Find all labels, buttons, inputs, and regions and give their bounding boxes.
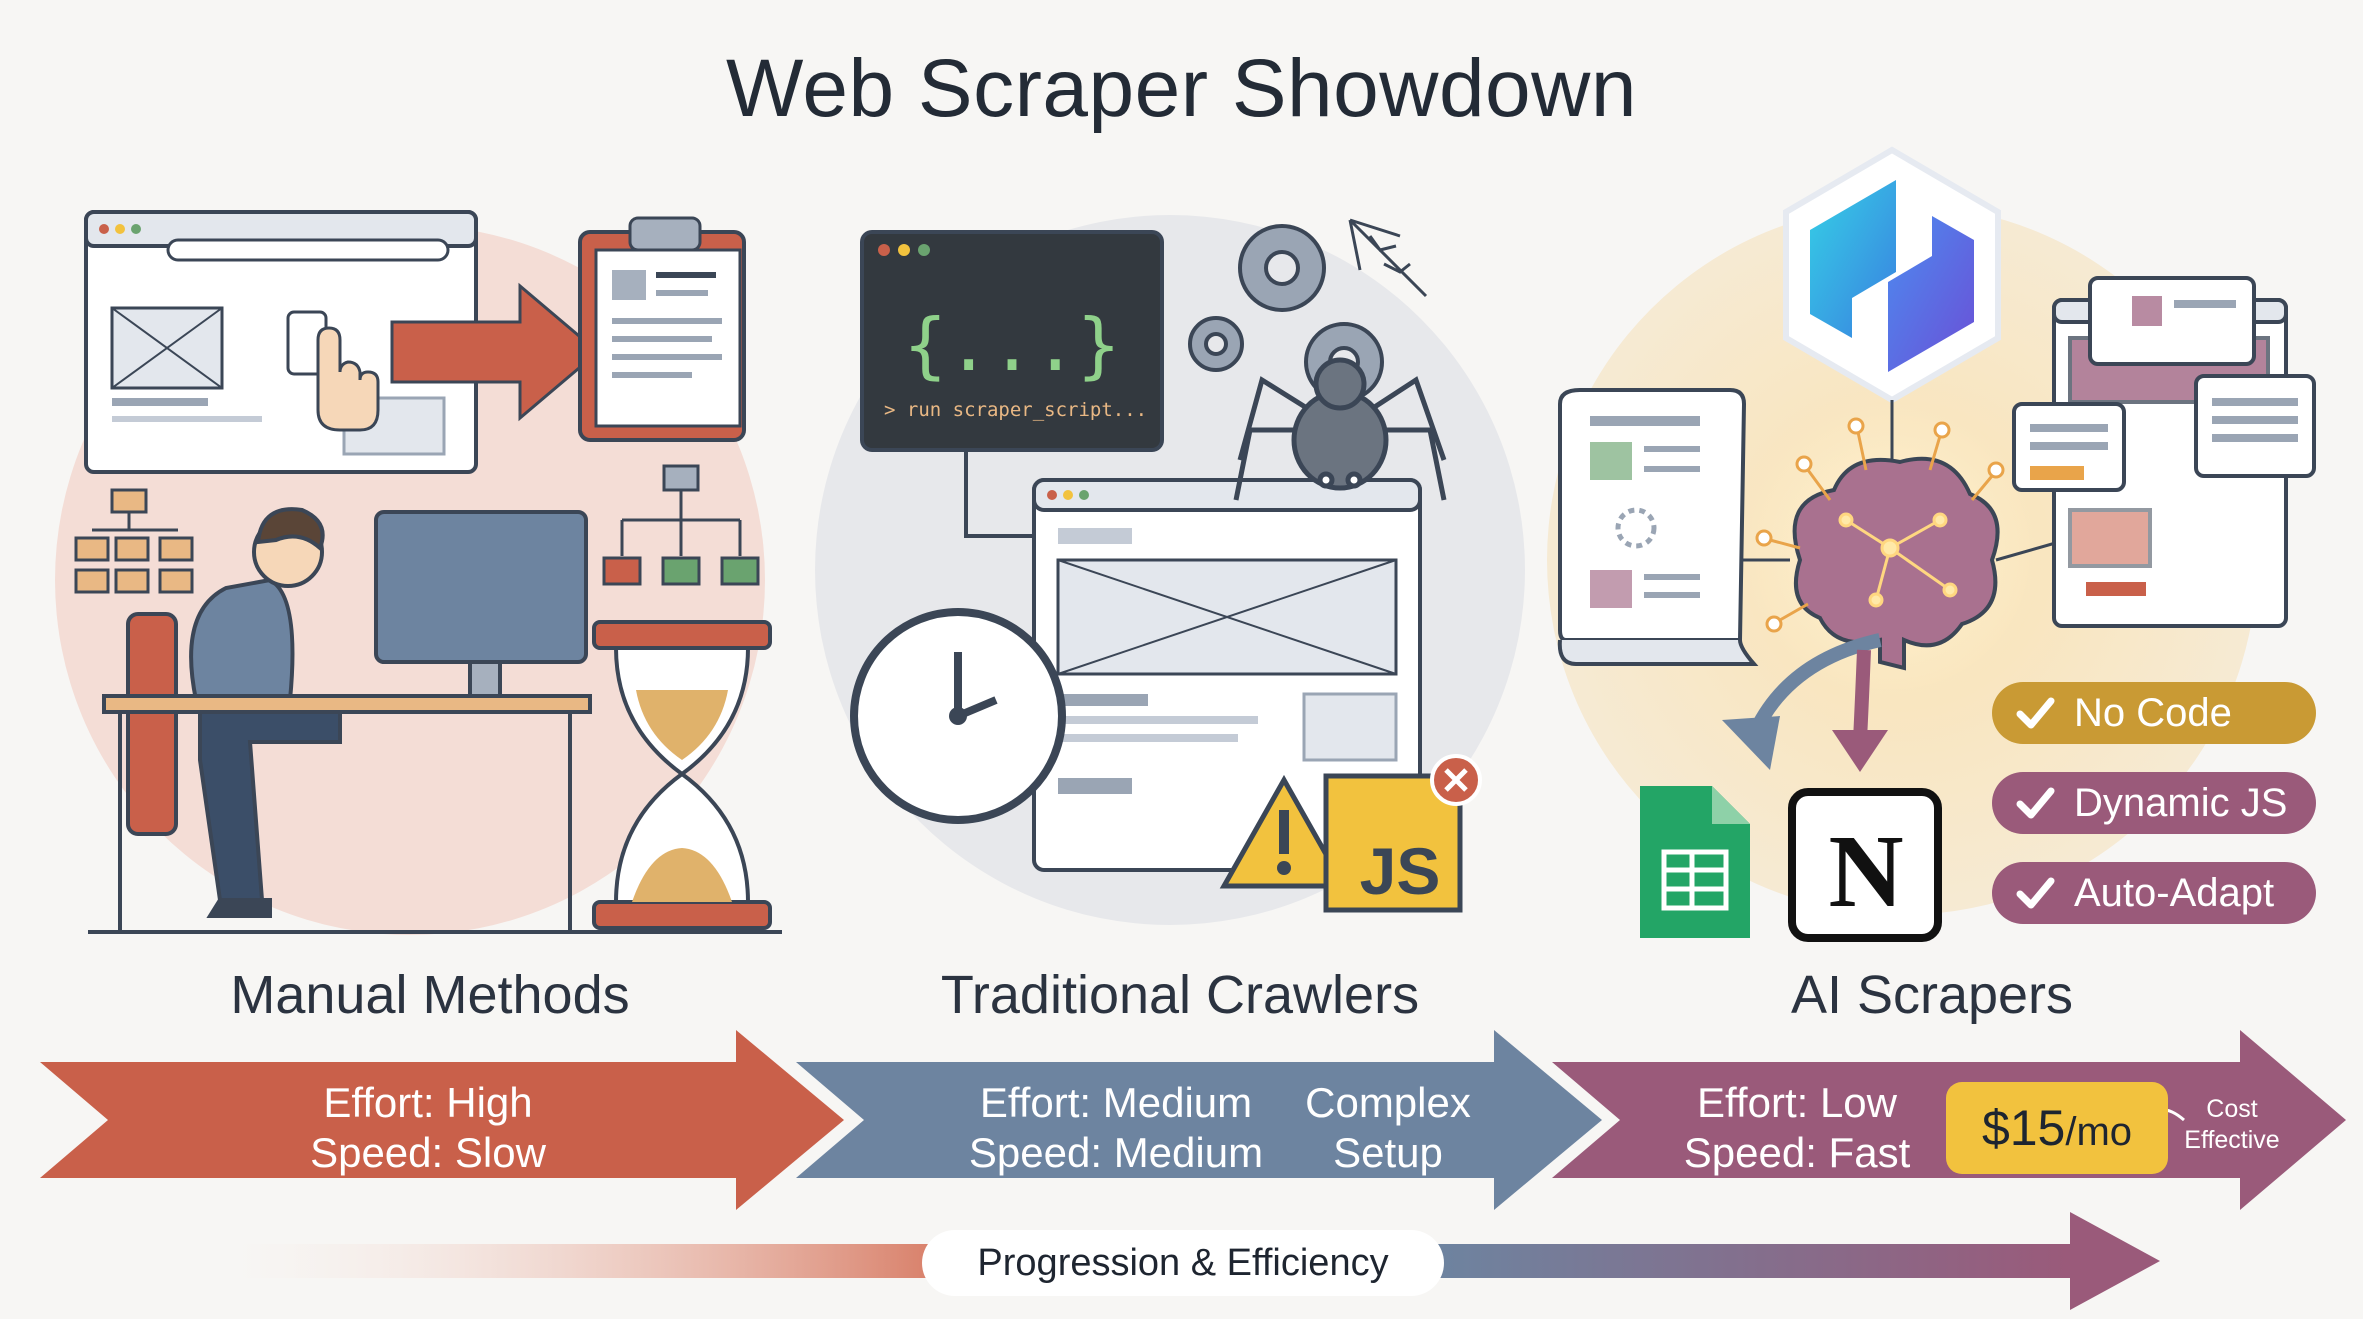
stressed-person-illustration	[102, 507, 592, 930]
output-arrowhead-notion	[1832, 730, 1888, 772]
output-arrow-sheets	[1749, 633, 1882, 734]
feature-pill-no-code: No Code	[1992, 682, 2316, 744]
terminal-icon: {...} > run scraper_script...	[860, 230, 1164, 452]
google-sheets-icon	[1640, 786, 1750, 938]
manual-arrow	[40, 1030, 844, 1210]
progression-bar-right	[1430, 1244, 2070, 1278]
check-icon	[2016, 787, 2055, 819]
feature-pill-auto-adapt: Auto-Adapt	[1992, 862, 2316, 924]
hand-pointer-icon	[286, 310, 380, 432]
flowchart-right-icon	[602, 464, 760, 586]
warning-icon	[1219, 774, 1349, 889]
chat-windows-icon	[2012, 276, 2316, 628]
page-title: Web Scraper Showdown	[726, 43, 1637, 134]
price-tag: $15/mo	[1946, 1082, 2168, 1174]
output-arrowhead-sheets	[1722, 716, 1780, 770]
progression-arrowhead	[2070, 1212, 2160, 1310]
manual-effort: Effort: High	[323, 1079, 533, 1126]
panel-title-manual: Manual Methods	[230, 965, 630, 1025]
error-icon	[1430, 754, 1482, 806]
price-unit: /mo	[2065, 1110, 2133, 1154]
crawler-note-line1: Complex	[1305, 1079, 1471, 1126]
spiderweb-icon	[1348, 218, 1428, 298]
flowchart-left-icon	[74, 488, 194, 594]
clock-icon	[850, 608, 1066, 824]
ai-speed: Speed: Fast	[1683, 1129, 1911, 1176]
progression-label: Progression & Efficiency	[922, 1230, 1444, 1296]
notion-icon: N	[1788, 788, 1942, 942]
clipboard-icon	[578, 216, 746, 442]
output-arrow-notion	[1853, 649, 1871, 741]
feature-pill-dynamic-js: Dynamic JS	[1992, 772, 2316, 834]
cost-effective-label: Cost Effective	[2172, 1094, 2292, 1156]
red-arrow-icon	[390, 282, 601, 422]
panel-title-ai: AI Scrapers	[1790, 965, 2074, 1025]
terminal-connector	[964, 450, 1036, 538]
terminal-command: > run scraper_script...	[884, 399, 1147, 421]
manual-stats: Effort: High Speed: Slow	[248, 1078, 608, 1178]
brain-icon	[1755, 417, 2005, 671]
js-badge: JS	[1360, 834, 1441, 908]
document-scroll-icon	[1557, 388, 1759, 666]
crawler-note-line2: Setup	[1333, 1129, 1443, 1176]
crawler-speed: Speed: Medium	[968, 1129, 1264, 1176]
hourglass-icon	[592, 620, 772, 930]
feature-label: No Code	[2074, 691, 2232, 735]
crawler-stats: Effort: Medium Speed: Medium	[946, 1078, 1286, 1178]
price-value: $15	[1981, 1100, 2066, 1156]
cost-label-line1: Cost	[2206, 1095, 2258, 1123]
progression-bar-left	[228, 1244, 928, 1278]
crawler-arrow	[796, 1030, 1602, 1210]
crawler-effort: Effort: Medium	[979, 1079, 1253, 1126]
crawler-note: Complex Setup	[1290, 1078, 1486, 1178]
ai-effort: Effort: Low	[1697, 1079, 1897, 1126]
feature-label: Dynamic JS	[2074, 781, 2288, 825]
ai-logo-icon	[1783, 146, 2001, 404]
ai-stats: Effort: Low Speed: Fast	[1662, 1078, 1932, 1178]
code-braces: {...}	[904, 303, 1121, 387]
cost-label-line2: Effective	[2184, 1126, 2280, 1154]
svg-text:N: N	[1828, 814, 1903, 929]
panel-title-crawlers: Traditional Crawlers	[940, 965, 1420, 1025]
feature-label: Auto-Adapt	[2074, 871, 2275, 915]
spider-icon	[1233, 357, 1447, 501]
manual-speed: Speed: Slow	[310, 1129, 546, 1176]
check-icon	[2016, 697, 2055, 729]
check-icon	[2016, 877, 2055, 909]
